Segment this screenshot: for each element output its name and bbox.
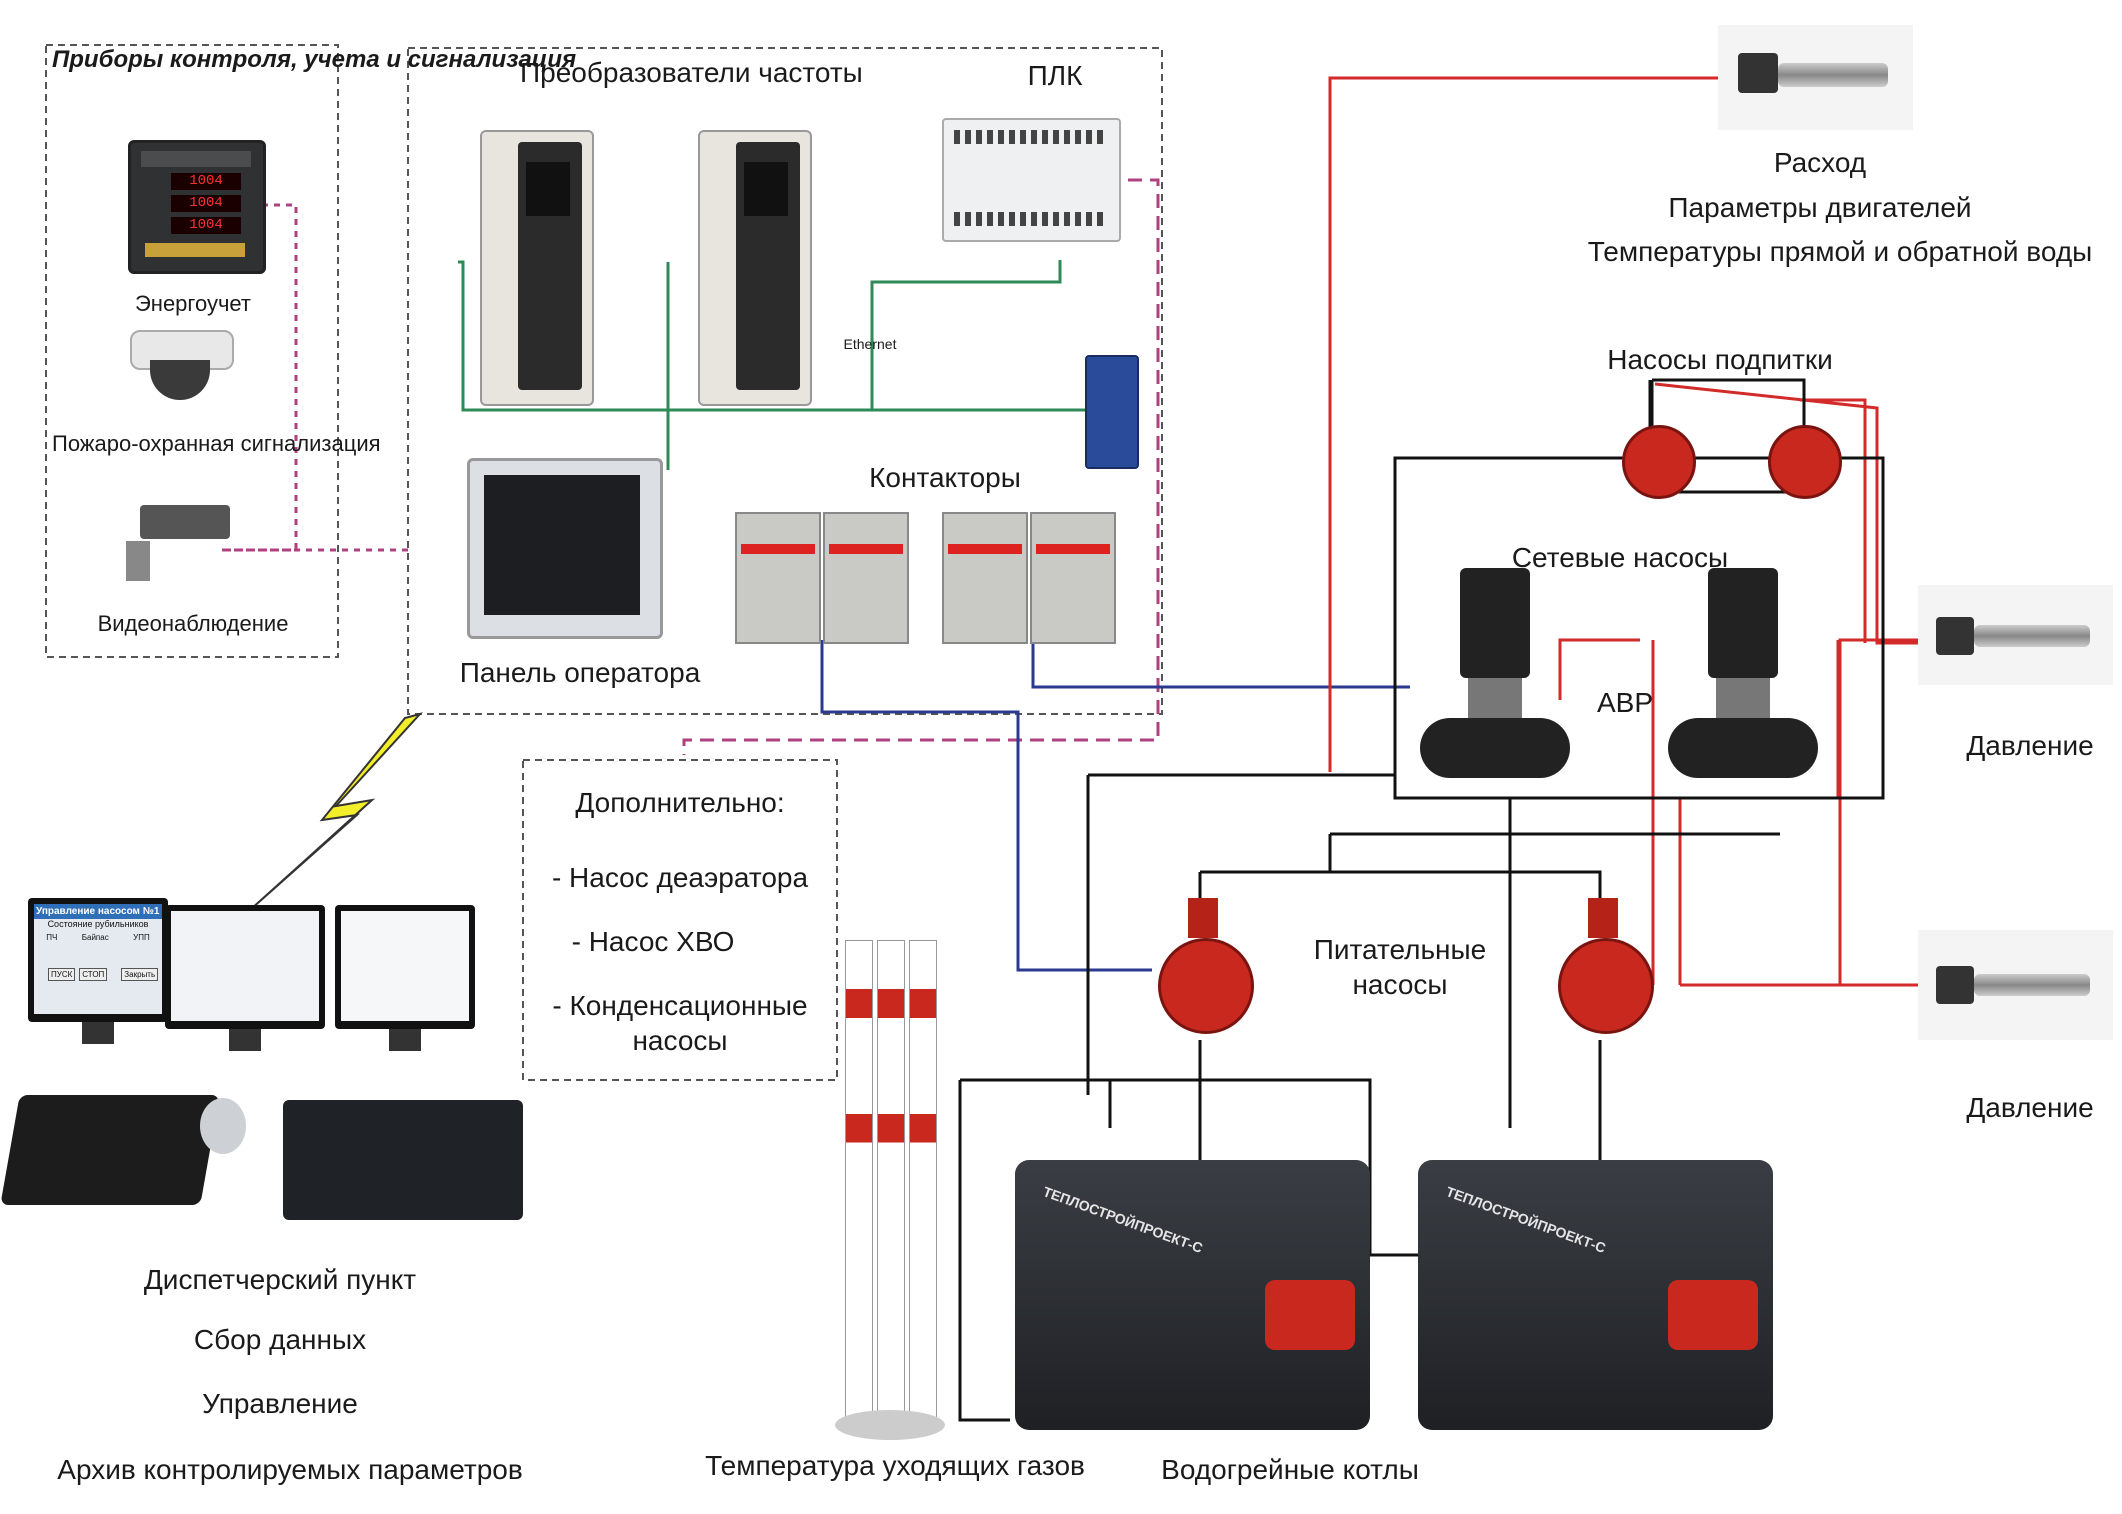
contactor-pair-1-icon — [735, 512, 909, 644]
ethernet-switch-icon — [1085, 355, 1139, 469]
contactors-label: Контакторы — [869, 462, 1021, 493]
archive-label: Архив контролируемых параметров — [57, 1454, 523, 1485]
mouse-icon — [200, 1098, 246, 1154]
wireless-bolt-icon — [249, 712, 424, 911]
network-pumps-label: Сетевые насосы — [1511, 542, 1729, 573]
additional-box — [522, 759, 838, 1081]
motor-params-label: Параметры двигателей — [1668, 192, 1972, 223]
management-label: Управление — [202, 1388, 358, 1419]
monitor-left-icon: Управление насосом №1 Состояние рубильни… — [28, 898, 168, 1048]
boiler-2-brand: ТЕПЛОСТРОЙПРОЕКТ-С — [1443, 1183, 1608, 1256]
feed-pumps-label: Питательные насосы — [1313, 934, 1487, 1000]
operator-panel-label: Панель оператора — [459, 657, 701, 688]
vfd-2-icon — [698, 130, 812, 406]
instruments-title: Приборы контроля, учета и сигнализация — [52, 46, 577, 73]
additional-item-2: - Насос ХВО — [571, 926, 735, 957]
makeup-pump-2-icon — [1768, 425, 1842, 499]
burner-1-icon — [1265, 1280, 1355, 1350]
pc-case-icon — [283, 1100, 523, 1220]
data-collection-label: Сбор данных — [193, 1324, 367, 1355]
fire-label: Пожаро-охранная сигнализация — [52, 431, 381, 456]
contactor-control-line-2 — [1031, 640, 1410, 689]
flow-sensor-icon — [1718, 25, 1913, 130]
energy-meter-icon: 1004 1004 1004 — [128, 140, 266, 274]
plc-icon — [942, 118, 1121, 242]
dome-camera-icon — [130, 330, 234, 410]
boiler-2-icon: ТЕПЛОСТРОЙПРОЕКТ-С — [1418, 1160, 1773, 1430]
boiler-1-brand: ТЕПЛОСТРОЙПРОЕКТ-С — [1040, 1183, 1205, 1256]
cctv-camera-icon — [120, 505, 230, 585]
keyboard-icon — [0, 1095, 220, 1205]
makeup-pump-1-icon — [1622, 425, 1696, 499]
screen-stop-button[interactable]: СТОП — [79, 968, 108, 981]
pressure-2-label: Давление — [1966, 1092, 2094, 1123]
screen-title: Управление насосом №1 — [34, 904, 162, 919]
burner-2-icon — [1668, 1280, 1758, 1350]
vfd-1-icon — [480, 130, 594, 406]
additional-item-1: - Насос деаэратора — [551, 862, 809, 893]
flow-signal-line — [1328, 76, 1718, 772]
additional-item-3: - Конденсационные насосы — [552, 990, 808, 1056]
monitor-right-icon — [335, 905, 475, 1055]
additional-bus-line — [682, 178, 1160, 755]
pressure-1-label: Давление — [1966, 730, 2094, 761]
makeup-pump-loop — [1650, 378, 1806, 494]
contactor-control-line-1 — [820, 640, 1152, 972]
flow-label: Расход — [1773, 147, 1867, 178]
screen-close-button[interactable]: Закрыть — [121, 968, 159, 981]
boiler-1-icon: ТЕПЛОСТРОЙПРОЕКТ-С — [1015, 1160, 1370, 1430]
additional-title: Дополнительно: — [575, 787, 785, 818]
screen-label-bypass: Байпас — [81, 933, 109, 942]
network-pump-2-icon — [1668, 568, 1818, 788]
control-cabinet-box — [407, 47, 1163, 715]
monitor-center-icon — [165, 905, 325, 1055]
screen-label-vfd: ПЧ — [46, 933, 58, 942]
network-pump-1-icon — [1420, 568, 1570, 788]
makeup-pumps-label: Насосы подпитки — [1607, 344, 1833, 375]
ethernet-label: Ethernet — [843, 336, 897, 352]
video-label: Видеонаблюдение — [97, 611, 289, 636]
operator-panel-icon — [467, 458, 663, 639]
plc-label: ПЛК — [1027, 60, 1083, 91]
contactor-pair-2-icon — [942, 512, 1116, 644]
pressure-sensor-2-icon — [1918, 930, 2113, 1040]
screen-label-softstart: УПП — [133, 933, 150, 942]
screen-subtitle: Состояние рубильников — [47, 919, 149, 929]
boilers-label: Водогрейные котлы — [1161, 1454, 1419, 1485]
pressure-signal-line-1 — [1654, 382, 1918, 645]
feed-pump-1-icon — [1148, 898, 1256, 1038]
avr-label: АВР — [1596, 687, 1654, 718]
pressure-sensor-1-icon — [1918, 585, 2113, 685]
instruments-bus-line — [222, 203, 298, 552]
flue-temp-label: Температура уходящих газов — [705, 1450, 1085, 1481]
water-temp-label: Температуры прямой и обратной воды — [1587, 236, 2093, 267]
chimney-icon — [835, 940, 945, 1440]
instruments-box — [45, 44, 339, 658]
energy-label: Энергоучет — [134, 291, 251, 316]
dispatch-label: Диспетчерский пункт — [143, 1264, 417, 1295]
screen-start-button[interactable]: ПУСК — [48, 968, 76, 981]
feed-pump-2-icon — [1548, 898, 1656, 1038]
vfd-label: Преобразователи частоты — [520, 57, 863, 88]
